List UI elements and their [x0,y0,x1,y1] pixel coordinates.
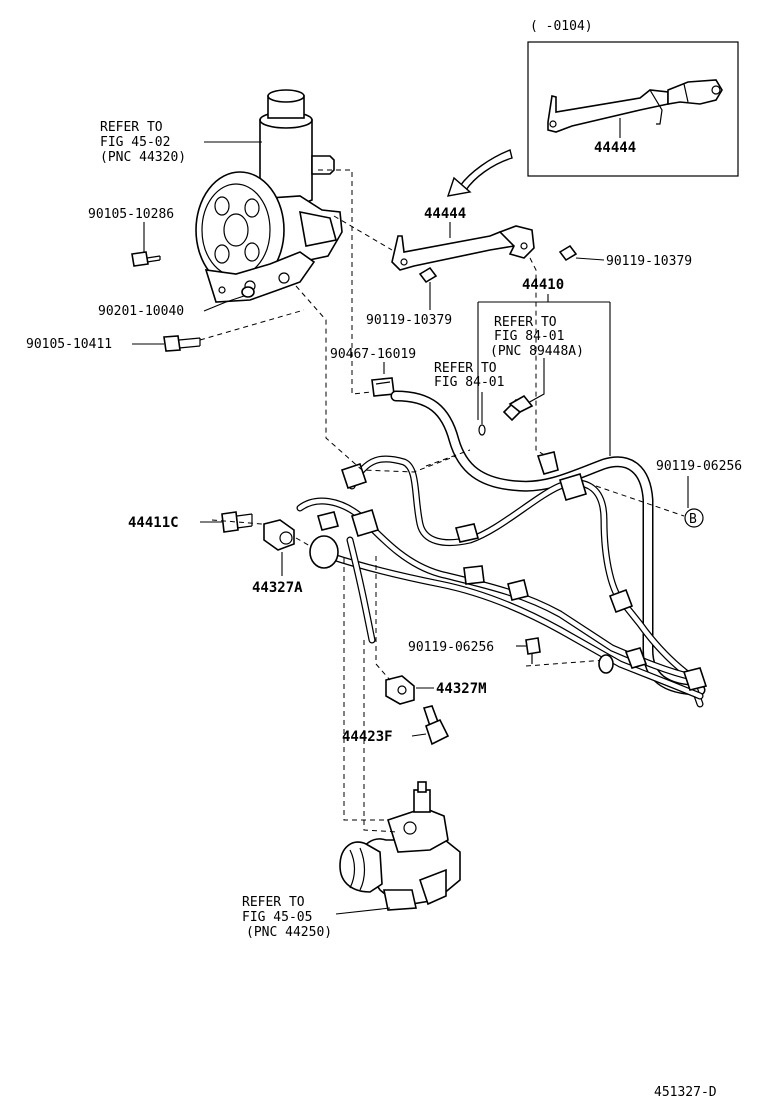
bolt-pump-lower: 90105-10411 [26,335,201,352]
gear-reference: REFER TO FIG 45-05 (PNC 44250) [242,895,391,940]
pressure-switch [502,394,534,422]
pressure-tube-label: 44410 [522,277,564,293]
pressure-tube-callout: 44410 [477,277,611,456]
bolt-center: 90119-06256 [408,637,614,674]
union-bolt: 44411C [128,511,253,533]
clamp-top-label: 90467-16019 [330,347,416,362]
gasket-lower: 44327M [385,675,487,705]
bolt-right: 90119-06256 B [595,459,742,528]
union-lower-label: 44423F [342,729,393,745]
bolt-pump-middle: 90201-10040 [98,286,255,319]
switch-reference: REFER TO FIG 84-01 (PNC 89448A) [490,315,584,422]
tube-fittings [317,451,708,691]
bolt-pump-upper-label: 90105-10286 [88,207,174,222]
pump-ref-line1: REFER TO [100,120,163,135]
inset-caption: ( -0104) [530,19,593,34]
assembly-lines [199,169,547,833]
bracket-part-label: 44444 [424,206,466,222]
pump-ref-line2: FIG 45-02 [100,135,170,150]
bolt-right-label: 90119-06256 [656,459,742,474]
union-lower: 44423F [342,705,450,746]
switch-ref-line1: REFER TO [494,315,557,330]
bolt-center-label: 90119-06256 [408,640,494,655]
gasket-round [309,535,339,569]
gear-ref-line2: FIG 45-05 [242,910,312,925]
inset-box: ( -0104) 44444 [527,19,739,177]
oring-ref-line2: FIG 84-01 [434,375,504,390]
gasket-left-label: 44327A [252,580,303,596]
ref-circle-b [684,508,704,528]
return-nipple [311,155,335,175]
switch-ref-line3: (PNC 89448A) [490,344,584,359]
pump-bracket: 44444 [391,206,535,271]
bolt-pump-upper: 90105-10286 [88,207,174,267]
inset-arrow [446,149,513,197]
inset-bracket [547,79,723,133]
bolt-bracket-right-label: 90119-10379 [606,254,692,269]
pump-reference: REFER TO FIG 45-02 (PNC 44320) [100,120,262,165]
bolt-bracket-bottom: 90119-10379 [366,266,452,328]
gasket-left: 44327A [252,519,303,596]
pump-ref-line3: (PNC 44320) [100,150,186,165]
union-bolt-label: 44411C [128,515,179,531]
o-ring [478,424,486,436]
bolt-pump-lower-label: 90105-10411 [26,337,112,352]
gear-ref-line3: (PNC 44250) [246,925,332,940]
inset-part-label: 44444 [594,140,636,156]
power-steering-pump [195,89,343,303]
oring-reference: REFER TO FIG 84-01 [434,361,504,436]
return-tube-lower [326,536,704,700]
clamp-top: 90467-16019 [330,347,416,397]
bolt-bracket-right: 90119-10379 [558,244,692,269]
diagram-id: 451327-D [654,1085,717,1100]
gasket-lower-label: 44327M [436,681,487,697]
switch-ref-line2: FIG 84-01 [494,329,564,344]
ref-circle-b-label: B [689,512,697,527]
gear-ref-line1: REFER TO [242,895,305,910]
steering-gear [339,781,461,911]
inset-frame [527,41,739,177]
bolt-bracket-bottom-label: 90119-10379 [366,313,452,328]
oring-ref-line1: REFER TO [434,361,497,376]
bolt-pump-middle-label: 90201-10040 [98,304,184,319]
